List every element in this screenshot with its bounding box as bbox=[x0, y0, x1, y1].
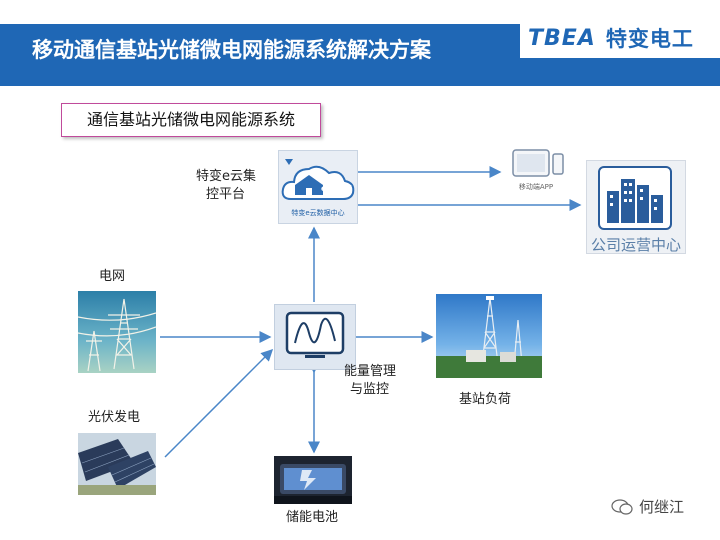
load-image bbox=[436, 294, 542, 378]
logo-text-en: TBEA bbox=[528, 25, 596, 51]
cloud-platform-label-line2: 控平台 bbox=[206, 187, 246, 202]
ems-label-line2: 与监控 bbox=[350, 382, 390, 397]
cloud-platform-label: 特变e云集 控平台 bbox=[196, 168, 256, 204]
battery-label: 储能电池 bbox=[286, 510, 339, 525]
section-label: 通信基站光储微电网能源系统 bbox=[61, 103, 321, 137]
ems-label: 能量管理 与监控 bbox=[344, 363, 396, 399]
tbea-logo: TBEA 特变电工 bbox=[528, 20, 694, 56]
grid-image bbox=[77, 291, 157, 373]
pv-label: 光伏发电 bbox=[88, 410, 141, 425]
cloud-platform-label-line1: 特变e云集 bbox=[196, 169, 256, 184]
company-center-caption: 公司运营中心 bbox=[590, 236, 681, 254]
grid-label: 电网 bbox=[99, 269, 126, 284]
wechat-icon bbox=[611, 498, 633, 515]
tablet-phone-icon bbox=[512, 149, 564, 177]
mobile-app-node bbox=[507, 146, 567, 182]
cloud-icon bbox=[281, 159, 355, 200]
cloud-platform-caption: 特变e云数据中心 bbox=[291, 209, 345, 217]
battery-image bbox=[274, 456, 352, 504]
arrow-pv-to-ems bbox=[164, 348, 274, 458]
cloud-icon-text: eCloud bbox=[321, 184, 352, 193]
buildings-icon bbox=[598, 166, 672, 230]
footer-brand-text: 何继江 bbox=[639, 498, 685, 516]
battery-icon bbox=[274, 456, 352, 504]
solar-panel-icon bbox=[78, 433, 156, 495]
mobile-app-caption: 移动端APP bbox=[518, 183, 554, 191]
load-label: 基站负荷 bbox=[459, 392, 512, 407]
page-title: 移动通信基站光储微电网能源系统解决方案 bbox=[32, 38, 431, 62]
power-tower-icon bbox=[77, 298, 157, 372]
ems-label-line1: 能量管理 bbox=[344, 364, 397, 379]
monitor-icon bbox=[285, 311, 345, 358]
ems-node bbox=[274, 304, 356, 370]
header-logo-area bbox=[520, 18, 720, 58]
company-center-node bbox=[586, 160, 686, 254]
cell-tower-icon bbox=[436, 296, 542, 378]
footer-brand: 何继江 bbox=[611, 496, 684, 517]
pv-image bbox=[78, 433, 156, 495]
cloud-platform-node: eCloud bbox=[278, 150, 358, 224]
header: 移动通信基站光储微电网能源系统解决方案 TBEA 特变电工 bbox=[0, 0, 720, 86]
logo-text-cn: 特变电工 bbox=[605, 27, 694, 51]
